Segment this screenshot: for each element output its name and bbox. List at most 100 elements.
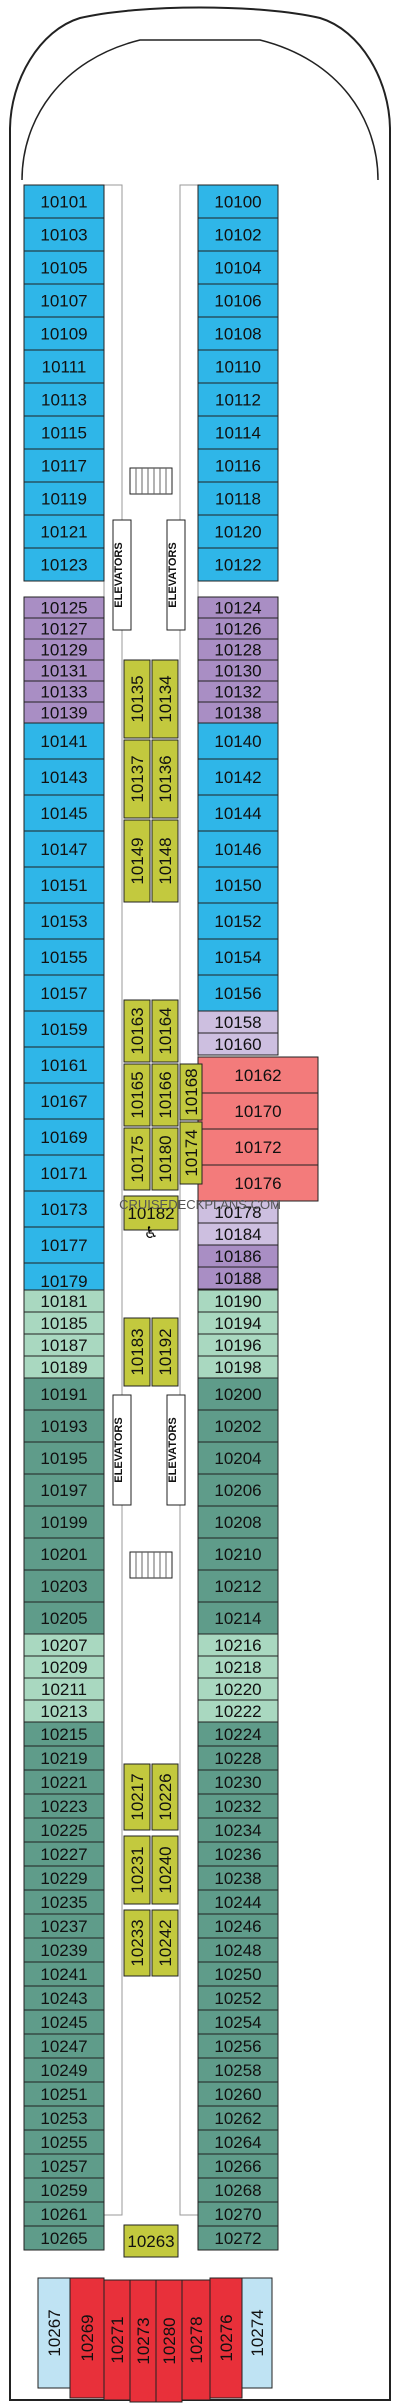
cabin-10253[interactable]: 10253 [23,2105,105,2131]
cabin-10226[interactable]: 10226 [151,1763,179,1831]
cabin-10102[interactable]: 10102 [197,217,279,252]
cabin-10227[interactable]: 10227 [23,1841,105,1867]
cabin-10271[interactable]: 10271 [103,2279,131,2401]
cabin-10138[interactable]: 10138 [197,701,279,724]
cabin-10270[interactable]: 10270 [197,2201,279,2227]
cabin-10218[interactable]: 10218 [197,1655,279,1679]
cabin-10205[interactable]: 10205 [23,1601,105,1635]
cabin-10111[interactable]: 10111 [23,349,105,384]
cabin-10130[interactable]: 10130 [197,659,279,682]
cabin-10201[interactable]: 10201 [23,1537,105,1571]
cabin-10126[interactable]: 10126 [197,617,279,640]
cabin-10204[interactable]: 10204 [197,1441,279,1475]
cabin-10252[interactable]: 10252 [197,1985,279,2011]
cabin-10272[interactable]: 10272 [197,2225,279,2251]
cabin-10199[interactable]: 10199 [23,1505,105,1539]
cabin-10225[interactable]: 10225 [23,1817,105,1843]
cabin-10147[interactable]: 10147 [23,830,105,868]
cabin-10119[interactable]: 10119 [23,481,105,516]
cabin-10181[interactable]: 10181 [23,1289,105,1313]
cabin-10159[interactable]: 10159 [23,1010,105,1048]
cabin-10107[interactable]: 10107 [23,283,105,318]
cabin-10127[interactable]: 10127 [23,617,105,640]
cabin-10154[interactable]: 10154 [197,938,279,976]
cabin-10195[interactable]: 10195 [23,1441,105,1475]
cabin-10233[interactable]: 10233 [123,1909,151,1977]
cabin-10153[interactable]: 10153 [23,902,105,940]
cabin-10234[interactable]: 10234 [197,1817,279,1843]
cabin-10125[interactable]: 10125 [23,596,105,619]
cabin-10222[interactable]: 10222 [197,1699,279,1723]
cabin-10260[interactable]: 10260 [197,2081,279,2107]
cabin-10163[interactable]: 10163 [123,999,151,1063]
cabin-10155[interactable]: 10155 [23,938,105,976]
cabin-10146[interactable]: 10146 [197,830,279,868]
cabin-10152[interactable]: 10152 [197,902,279,940]
cabin-10135[interactable]: 10135 [123,659,151,739]
cabin-10219[interactable]: 10219 [23,1745,105,1771]
cabin-10139[interactable]: 10139 [23,701,105,724]
cabin-10132[interactable]: 10132 [197,680,279,703]
cabin-10106[interactable]: 10106 [197,283,279,318]
cabin-10276[interactable]: 10276 [209,2277,243,2399]
cabin-10100[interactable]: 10100 [197,184,279,219]
cabin-10259[interactable]: 10259 [23,2177,105,2203]
cabin-10269[interactable]: 10269 [69,2277,105,2399]
cabin-10207[interactable]: 10207 [23,1633,105,1657]
cabin-10198[interactable]: 10198 [197,1355,279,1379]
cabin-10131[interactable]: 10131 [23,659,105,682]
cabin-10101[interactable]: 10101 [23,184,105,219]
cabin-10223[interactable]: 10223 [23,1793,105,1819]
cabin-10177[interactable]: 10177 [23,1226,105,1264]
cabin-10178[interactable]: 10178 [197,1200,279,1224]
cabin-10221[interactable]: 10221 [23,1769,105,1795]
cabin-10150[interactable]: 10150 [197,866,279,904]
cabin-10103[interactable]: 10103 [23,217,105,252]
cabin-10140[interactable]: 10140 [197,722,279,760]
cabin-10136[interactable]: 10136 [151,739,179,819]
cabin-10182[interactable]: 10182 [123,1195,179,1231]
cabin-10224[interactable]: 10224 [197,1721,279,1747]
cabin-10148[interactable]: 10148 [151,819,179,903]
cabin-10115[interactable]: 10115 [23,415,105,450]
cabin-10157[interactable]: 10157 [23,974,105,1012]
cabin-10128[interactable]: 10128 [197,638,279,661]
cabin-10249[interactable]: 10249 [23,2057,105,2083]
cabin-10265[interactable]: 10265 [23,2225,105,2251]
cabin-10202[interactable]: 10202 [197,1409,279,1443]
cabin-10240[interactable]: 10240 [151,1835,179,1905]
cabin-10209[interactable]: 10209 [23,1655,105,1679]
cabin-10280[interactable]: 10280 [155,2279,183,2403]
cabin-10109[interactable]: 10109 [23,316,105,351]
cabin-10188[interactable]: 10188 [197,1266,279,1290]
cabin-10211[interactable]: 10211 [23,1677,105,1701]
cabin-10191[interactable]: 10191 [23,1377,105,1411]
cabin-10142[interactable]: 10142 [197,758,279,796]
cabin-10200[interactable]: 10200 [197,1377,279,1411]
cabin-10229[interactable]: 10229 [23,1865,105,1891]
cabin-10208[interactable]: 10208 [197,1505,279,1539]
cabin-10250[interactable]: 10250 [197,1961,279,1987]
cabin-10245[interactable]: 10245 [23,2009,105,2035]
cabin-10214[interactable]: 10214 [197,1601,279,1635]
cabin-10248[interactable]: 10248 [197,1937,279,1963]
cabin-10212[interactable]: 10212 [197,1569,279,1603]
cabin-10145[interactable]: 10145 [23,794,105,832]
cabin-10108[interactable]: 10108 [197,316,279,351]
cabin-10264[interactable]: 10264 [197,2129,279,2155]
cabin-10255[interactable]: 10255 [23,2129,105,2155]
cabin-10274[interactable]: 10274 [241,2277,273,2389]
cabin-10144[interactable]: 10144 [197,794,279,832]
cabin-10247[interactable]: 10247 [23,2033,105,2059]
cabin-10116[interactable]: 10116 [197,448,279,483]
cabin-10105[interactable]: 10105 [23,250,105,285]
cabin-10243[interactable]: 10243 [23,1985,105,2011]
cabin-10186[interactable]: 10186 [197,1244,279,1268]
cabin-10168[interactable]: 10168 [179,1063,203,1121]
cabin-10121[interactable]: 10121 [23,514,105,549]
cabin-10120[interactable]: 10120 [197,514,279,549]
cabin-10262[interactable]: 10262 [197,2105,279,2131]
cabin-10273[interactable]: 10273 [129,2279,157,2403]
cabin-10160[interactable]: 10160 [197,1032,279,1056]
cabin-10170[interactable]: 10170 [197,1092,319,1130]
